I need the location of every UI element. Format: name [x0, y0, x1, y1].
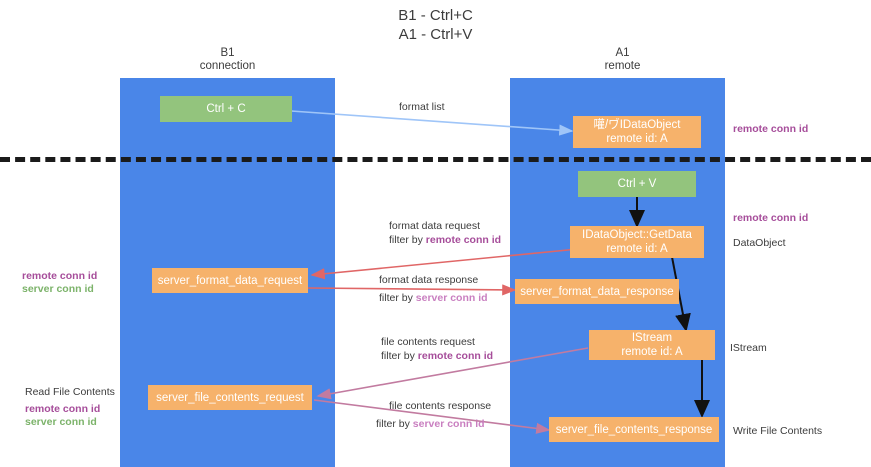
edge-label-format-list: format list — [399, 100, 445, 114]
node-server-format-data-request[interactable]: server_format_data_request — [152, 268, 308, 293]
edge-fmt-resp-filter-key: server conn id — [415, 292, 488, 304]
edge-label-file-contents-request: file contents request filter by remote c… — [381, 335, 493, 363]
side-label-remote-conn-id-top: remote conn id — [733, 123, 809, 135]
side-label-server-conn-id-format: server conn id — [22, 283, 94, 295]
node-file-req-label: server_file_contents_request — [156, 391, 304, 404]
node-istream-line2: remote id: A — [621, 346, 683, 358]
node-fmt-req-label: server_format_data_request — [157, 274, 303, 287]
edge-label-file-contents-response: file contents response filter by server … — [376, 399, 492, 431]
node-getdata-line1: IDataObject::GetData — [582, 229, 692, 241]
edge-fmt-req-line1: format data request — [389, 220, 481, 232]
node-idataobject-line2: remote id: A — [606, 133, 668, 145]
node-idataobject-line1: 嚾/ヷIDataObject — [593, 119, 681, 131]
column-b1-name: B1 — [220, 47, 235, 59]
edge-fmt-resp-filter-prefix: filter by — [379, 292, 416, 304]
side-label-server-conn-id-file: server conn id — [25, 416, 97, 428]
edge-file-resp-filter: filter by server conn id — [376, 417, 491, 431]
edge-file-resp-filter-prefix: filter by — [376, 418, 413, 430]
node-istream[interactable]: IStream remote id: A — [589, 330, 715, 360]
diagram-title: B1 - Ctrl+C A1 - Ctrl+V — [0, 6, 871, 44]
side-label-remote-conn-id-file: remote conn id — [25, 403, 101, 415]
node-ctrl-v[interactable]: Ctrl + V — [578, 171, 696, 197]
title-line-1: B1 - Ctrl+C — [398, 7, 473, 24]
column-header-a1: A1 remote — [545, 47, 700, 73]
node-idataobject[interactable]: 嚾/ヷIDataObject remote id: A — [573, 116, 701, 148]
side-label-istream: IStream — [730, 342, 767, 354]
side-label-remote-conn-id-getdata: remote conn id — [733, 212, 809, 224]
edge-file-req-filter-key: remote conn id — [417, 350, 494, 362]
node-file-resp-label: server_file_contents_response — [555, 423, 713, 436]
node-ctrl-c-label: Ctrl + C — [206, 103, 246, 115]
side-label-remote-conn-id-format: remote conn id — [22, 270, 98, 282]
column-header-b1: B1 connection — [150, 47, 305, 73]
edge-label-format-data-request: format data request filter by remote con… — [389, 219, 501, 247]
title-line-2: A1 - Ctrl+V — [398, 26, 473, 43]
side-label-dataobject: DataObject — [733, 237, 786, 249]
column-a1-role: remote — [604, 60, 641, 72]
node-idataobject-getdata[interactable]: IDataObject::GetData remote id: A — [570, 226, 704, 258]
node-server-format-data-response[interactable]: server_format_data_response — [515, 279, 679, 304]
node-fmt-resp-label: server_format_data_response — [520, 285, 674, 298]
node-ctrl-v-label: Ctrl + V — [617, 178, 657, 190]
edge-format-list-text: format list — [399, 101, 445, 113]
edge-file-req-filter-prefix: filter by — [381, 350, 418, 362]
edge-file-req-line1: file contents request — [381, 336, 475, 348]
node-server-file-contents-response[interactable]: server_file_contents_response — [549, 417, 719, 442]
phase-divider — [0, 157, 871, 162]
edge-fmt-req-filter-prefix: filter by — [389, 234, 426, 246]
side-label-read-file-contents: Read File Contents — [25, 386, 115, 398]
node-server-file-contents-request[interactable]: server_file_contents_request — [148, 385, 312, 410]
column-b1-role: connection — [199, 60, 256, 72]
node-istream-line1: IStream — [631, 332, 673, 344]
edge-fmt-req-filter: filter by remote conn id — [389, 233, 501, 247]
node-ctrl-c[interactable]: Ctrl + C — [160, 96, 292, 122]
edge-fmt-resp-filter: filter by server conn id — [379, 291, 488, 305]
column-a1-name: A1 — [615, 47, 630, 59]
edge-file-resp-filter-key: server conn id — [412, 418, 485, 430]
edge-fmt-resp-line1: format data response — [379, 274, 479, 286]
edge-file-resp-line1: file contents response — [389, 400, 492, 412]
node-getdata-line2: remote id: A — [606, 243, 668, 255]
edge-file-req-filter: filter by remote conn id — [381, 349, 493, 363]
edge-fmt-req-filter-key: remote conn id — [425, 234, 502, 246]
side-label-write-file-contents: Write File Contents — [733, 425, 823, 437]
edge-label-format-data-response: format data response filter by server co… — [379, 273, 488, 305]
